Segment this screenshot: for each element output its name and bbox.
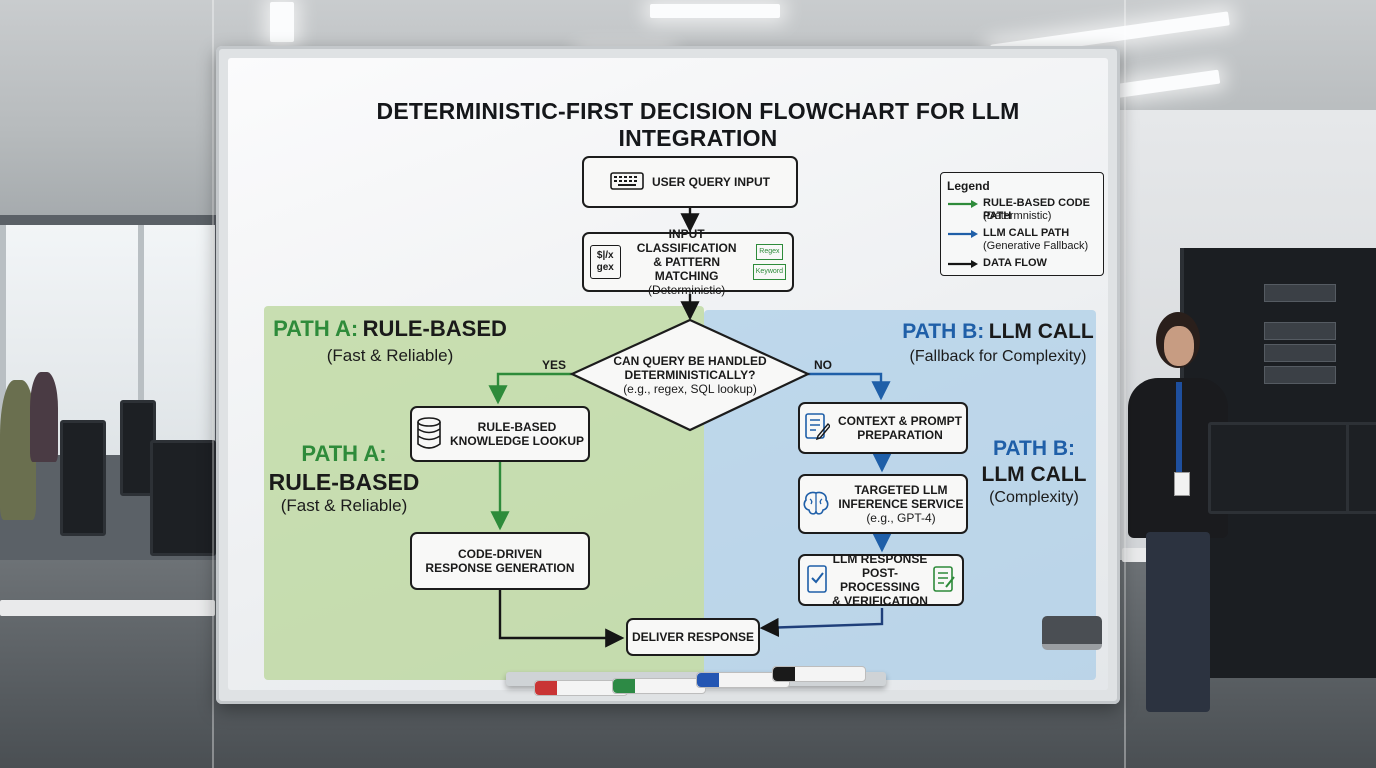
green-marker[interactable] [612, 678, 706, 694]
monitor [60, 420, 106, 536]
node-kb-lookup: RULE-BASED KNOWLEDGE LOOKUP [410, 406, 590, 462]
classification-line1: INPUT CLASSIFICATION [636, 227, 737, 255]
node-context-prep: CONTEXT & PROMPT PREPARATION [798, 402, 968, 454]
edge-code-to-deliver [498, 588, 625, 648]
tag-keyword: Keyword [752, 264, 786, 280]
decision-text: CAN QUERY BE HANDLED DETERMINISTICALLY? … [613, 354, 767, 396]
edge-label-no: NO [814, 358, 832, 372]
zone-b-heading-top: PATH B: LLM CALL (Fallback for Complexit… [902, 320, 1094, 365]
node-classification: $|/x gex INPUT CLASSIFICATION & PATTERN … [582, 227, 794, 297]
node-code-response: CODE-DRIVEN RESPONSE GENERATION [410, 532, 590, 590]
ceiling-light [270, 2, 294, 42]
checklist-icon [932, 565, 956, 596]
glass-frame [1124, 0, 1126, 768]
legend: Legend RULE-BASED CODE PATH (Determnisti… [940, 172, 1104, 276]
node-post-processing: LLM RESPONSE POST-PROCESSING & VERIFICAT… [798, 552, 964, 608]
glass-frame [212, 0, 214, 768]
legend-black-arrow [948, 260, 978, 268]
legend-green-arrow [948, 200, 978, 208]
monitor [1208, 422, 1354, 514]
keyboard-icon [610, 171, 644, 194]
person [30, 372, 58, 462]
zone-a-heading-mid: PATH A: RULE-BASED (Fast & Reliable) [268, 441, 420, 515]
database-icon [416, 416, 442, 452]
tag-regex: Regex [756, 244, 783, 260]
edge-label-yes: YES [542, 358, 567, 372]
edge-yes [488, 372, 572, 405]
whiteboard-eraser[interactable] [1042, 616, 1102, 650]
monitor [1346, 422, 1376, 514]
classification-sub: (Deterministic) [647, 283, 726, 297]
zone-b-heading-mid: PATH B: LLM CALL (Complexity) [981, 437, 1087, 506]
pattern-tags: Regex Keyword [752, 244, 786, 280]
document-edit-icon [804, 412, 831, 445]
ceiling-light [650, 4, 780, 18]
node-label: USER QUERY INPUT [651, 175, 771, 189]
regex-icon: $|/x gex [590, 245, 621, 279]
edge-no [808, 372, 891, 401]
person-standing [1128, 312, 1228, 732]
node-user-query: USER QUERY INPUT [582, 156, 798, 208]
legend-blue-arrow [948, 230, 978, 238]
flowchart-title: DETERMINISTIC-FIRST DECISION FLOWCHART F… [376, 98, 1020, 151]
blue-marker[interactable] [696, 672, 790, 688]
decision-diamond [569, 318, 811, 432]
node-deliver: DELIVER RESPONSE [626, 618, 760, 656]
whiteboard-surface: DETERMINISTIC-FIRST DECISION FLOWCHART F… [228, 58, 1108, 690]
black-marker[interactable] [772, 666, 866, 682]
monitor [150, 440, 216, 556]
red-marker[interactable] [534, 680, 628, 696]
edge-postproc-to-deliver [759, 608, 884, 638]
legend-title: Legend [947, 179, 990, 193]
zone-a-heading-top: PATH A: RULE-BASED (Fast & Reliable) [273, 316, 507, 365]
desk [0, 600, 215, 616]
connectors [488, 208, 892, 648]
brain-icon [802, 489, 830, 520]
verified-document-icon [806, 564, 828, 597]
node-inference: TARGETED LLM INFERENCE SERVICE (e.g., GP… [798, 474, 968, 534]
whiteboard: DETERMINISTIC-FIRST DECISION FLOWCHART F… [216, 46, 1120, 704]
classification-line2: & PATTERN MATCHING [653, 255, 721, 283]
